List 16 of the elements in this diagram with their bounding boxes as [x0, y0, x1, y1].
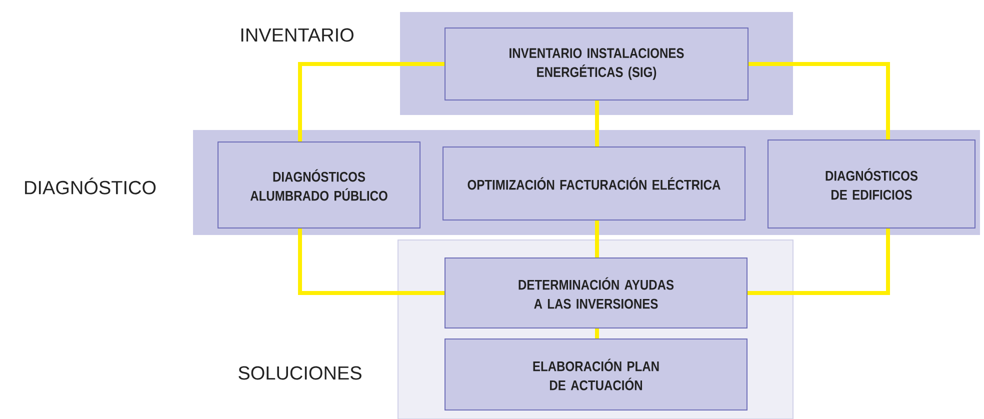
connector-line: [748, 228, 890, 295]
connector-line: [595, 100, 599, 146]
connector-line: [298, 228, 444, 295]
process-box: OPTIMIZACIÓN FACTURACIÓN ELÉCTRICA: [442, 146, 746, 220]
connector-line: [298, 62, 444, 142]
process-box: DIAGNÓSTICOS ALUMBRADO PÚBLICO: [218, 142, 420, 228]
node-label: DIAGNÓSTICO: [25, 178, 156, 194]
connector-line: [595, 220, 599, 258]
connector-line: [748, 62, 890, 140]
process-box: INVENTARIO INSTALACIONES ENERGÉTICAS (SIG): [444, 28, 748, 100]
process-box: ELABORACIÓN PLAN DE ACTUACIÓN: [444, 338, 748, 410]
process-box: DIAGNÓSTICOS DE EDIFICIOS: [768, 140, 976, 228]
process-box: DETERMINACIÓN AYUDAS A LAS INVERSIONES: [444, 258, 748, 328]
node-label: INVENTARIO: [241, 28, 354, 42]
connector-line: [595, 328, 599, 338]
node-label: SOLUCIONES: [238, 366, 362, 380]
